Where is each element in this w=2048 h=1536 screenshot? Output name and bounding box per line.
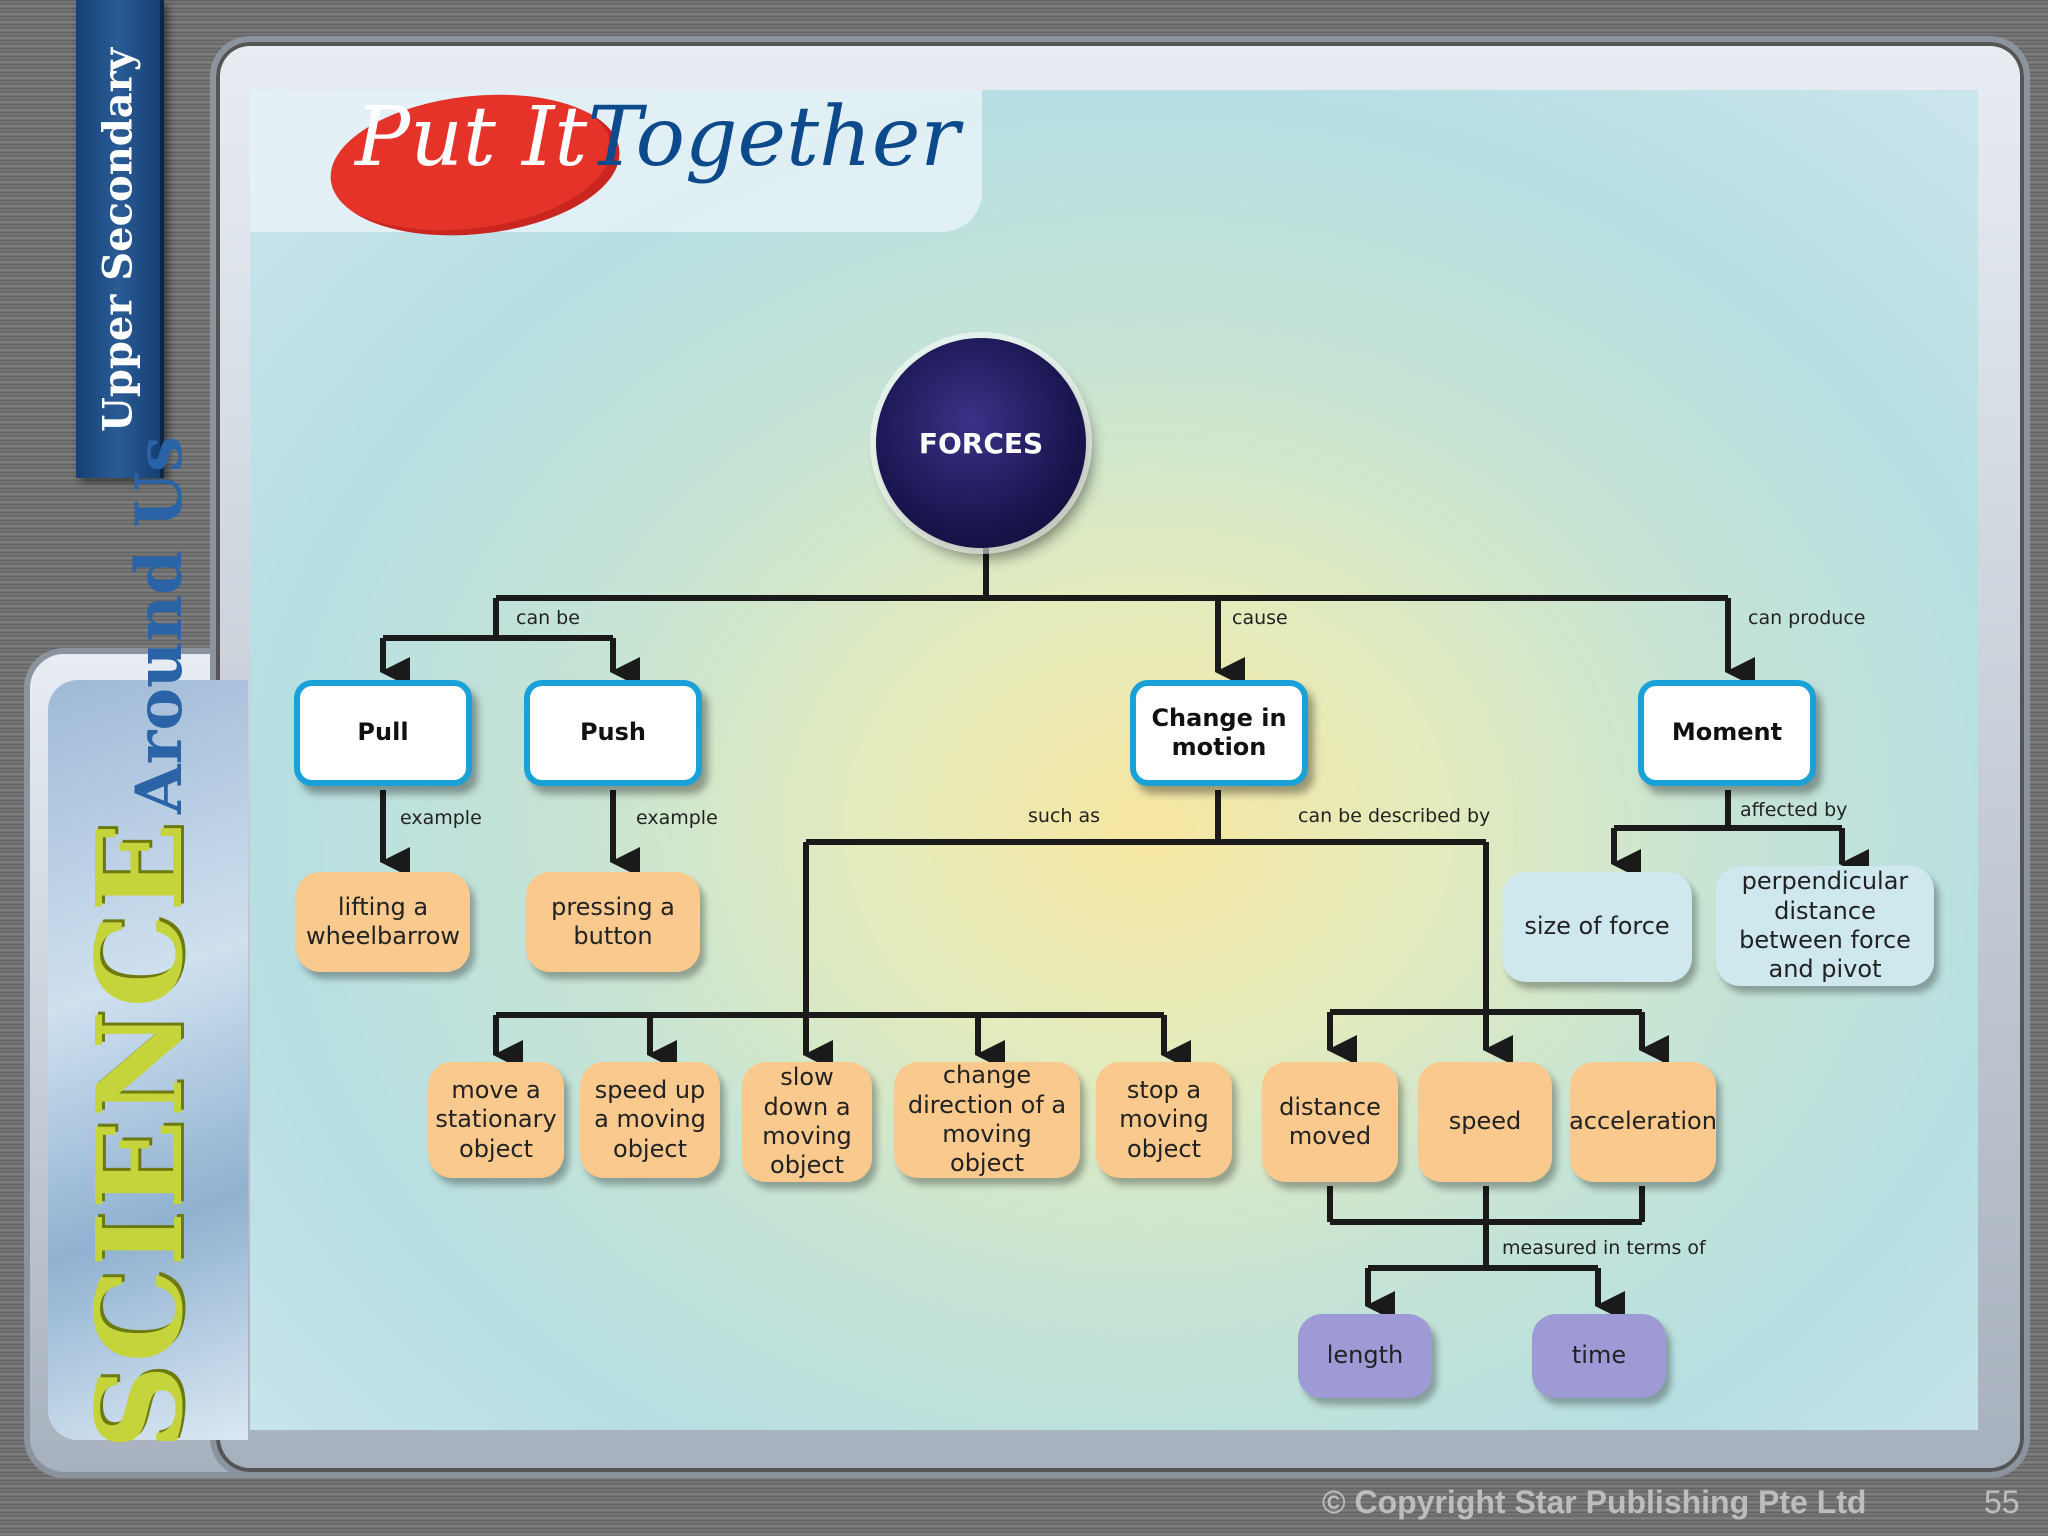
edge-label-measured: measured in terms of [1502,1237,1707,1259]
edge-label-described-by: can be described by [1298,805,1490,827]
node-push: Push [524,680,702,786]
title-part-2: Together [587,90,960,185]
node-time: time [1532,1314,1666,1398]
node-speed-up: speed up a moving object [580,1062,720,1178]
title-part-1: Put It [355,90,588,185]
edge-label-can-be: can be [516,607,580,629]
level-tab: Upper Secondary [76,0,164,478]
node-change-direction: change direction of a moving object [894,1061,1080,1178]
node-size-of-force: size of force [1502,872,1692,982]
node-speed: speed [1418,1062,1552,1182]
node-moment: Moment [1638,680,1816,786]
node-stop: stop a moving object [1096,1062,1232,1178]
node-lifting-wheelbarrow: lifting a wheelbarrow [296,872,470,972]
slide-title: Put ItTogether [355,90,960,185]
edge-label-cause: cause [1232,607,1288,629]
edge-label-affected-by: affected by [1740,799,1847,821]
node-change-in-motion: Change in motion [1130,680,1308,786]
node-length: length [1298,1314,1432,1398]
edge-label-example-pull: example [400,807,482,829]
node-slow-down: slow down a moving object [742,1062,872,1182]
side-panel-background [48,680,248,1440]
edge-label-can-produce: can produce [1748,607,1866,629]
node-pull: Pull [294,680,472,786]
page-number: 55 [1984,1484,2020,1520]
edge-label-example-push: example [636,807,718,829]
node-pressing-button: pressing a button [526,872,700,972]
edge-label-such-as: such as [1028,805,1100,827]
copyright-notice: © Copyright Star Publishing Pte Ltd [1322,1484,1867,1520]
node-perpendicular-distance: perpendicular distance between force and… [1716,866,1934,986]
node-acceleration: acceleration [1569,1062,1717,1182]
node-forces: FORCES [876,338,1086,548]
node-distance-moved: distance moved [1262,1062,1398,1182]
node-move-stationary: move a stationary object [428,1062,564,1178]
